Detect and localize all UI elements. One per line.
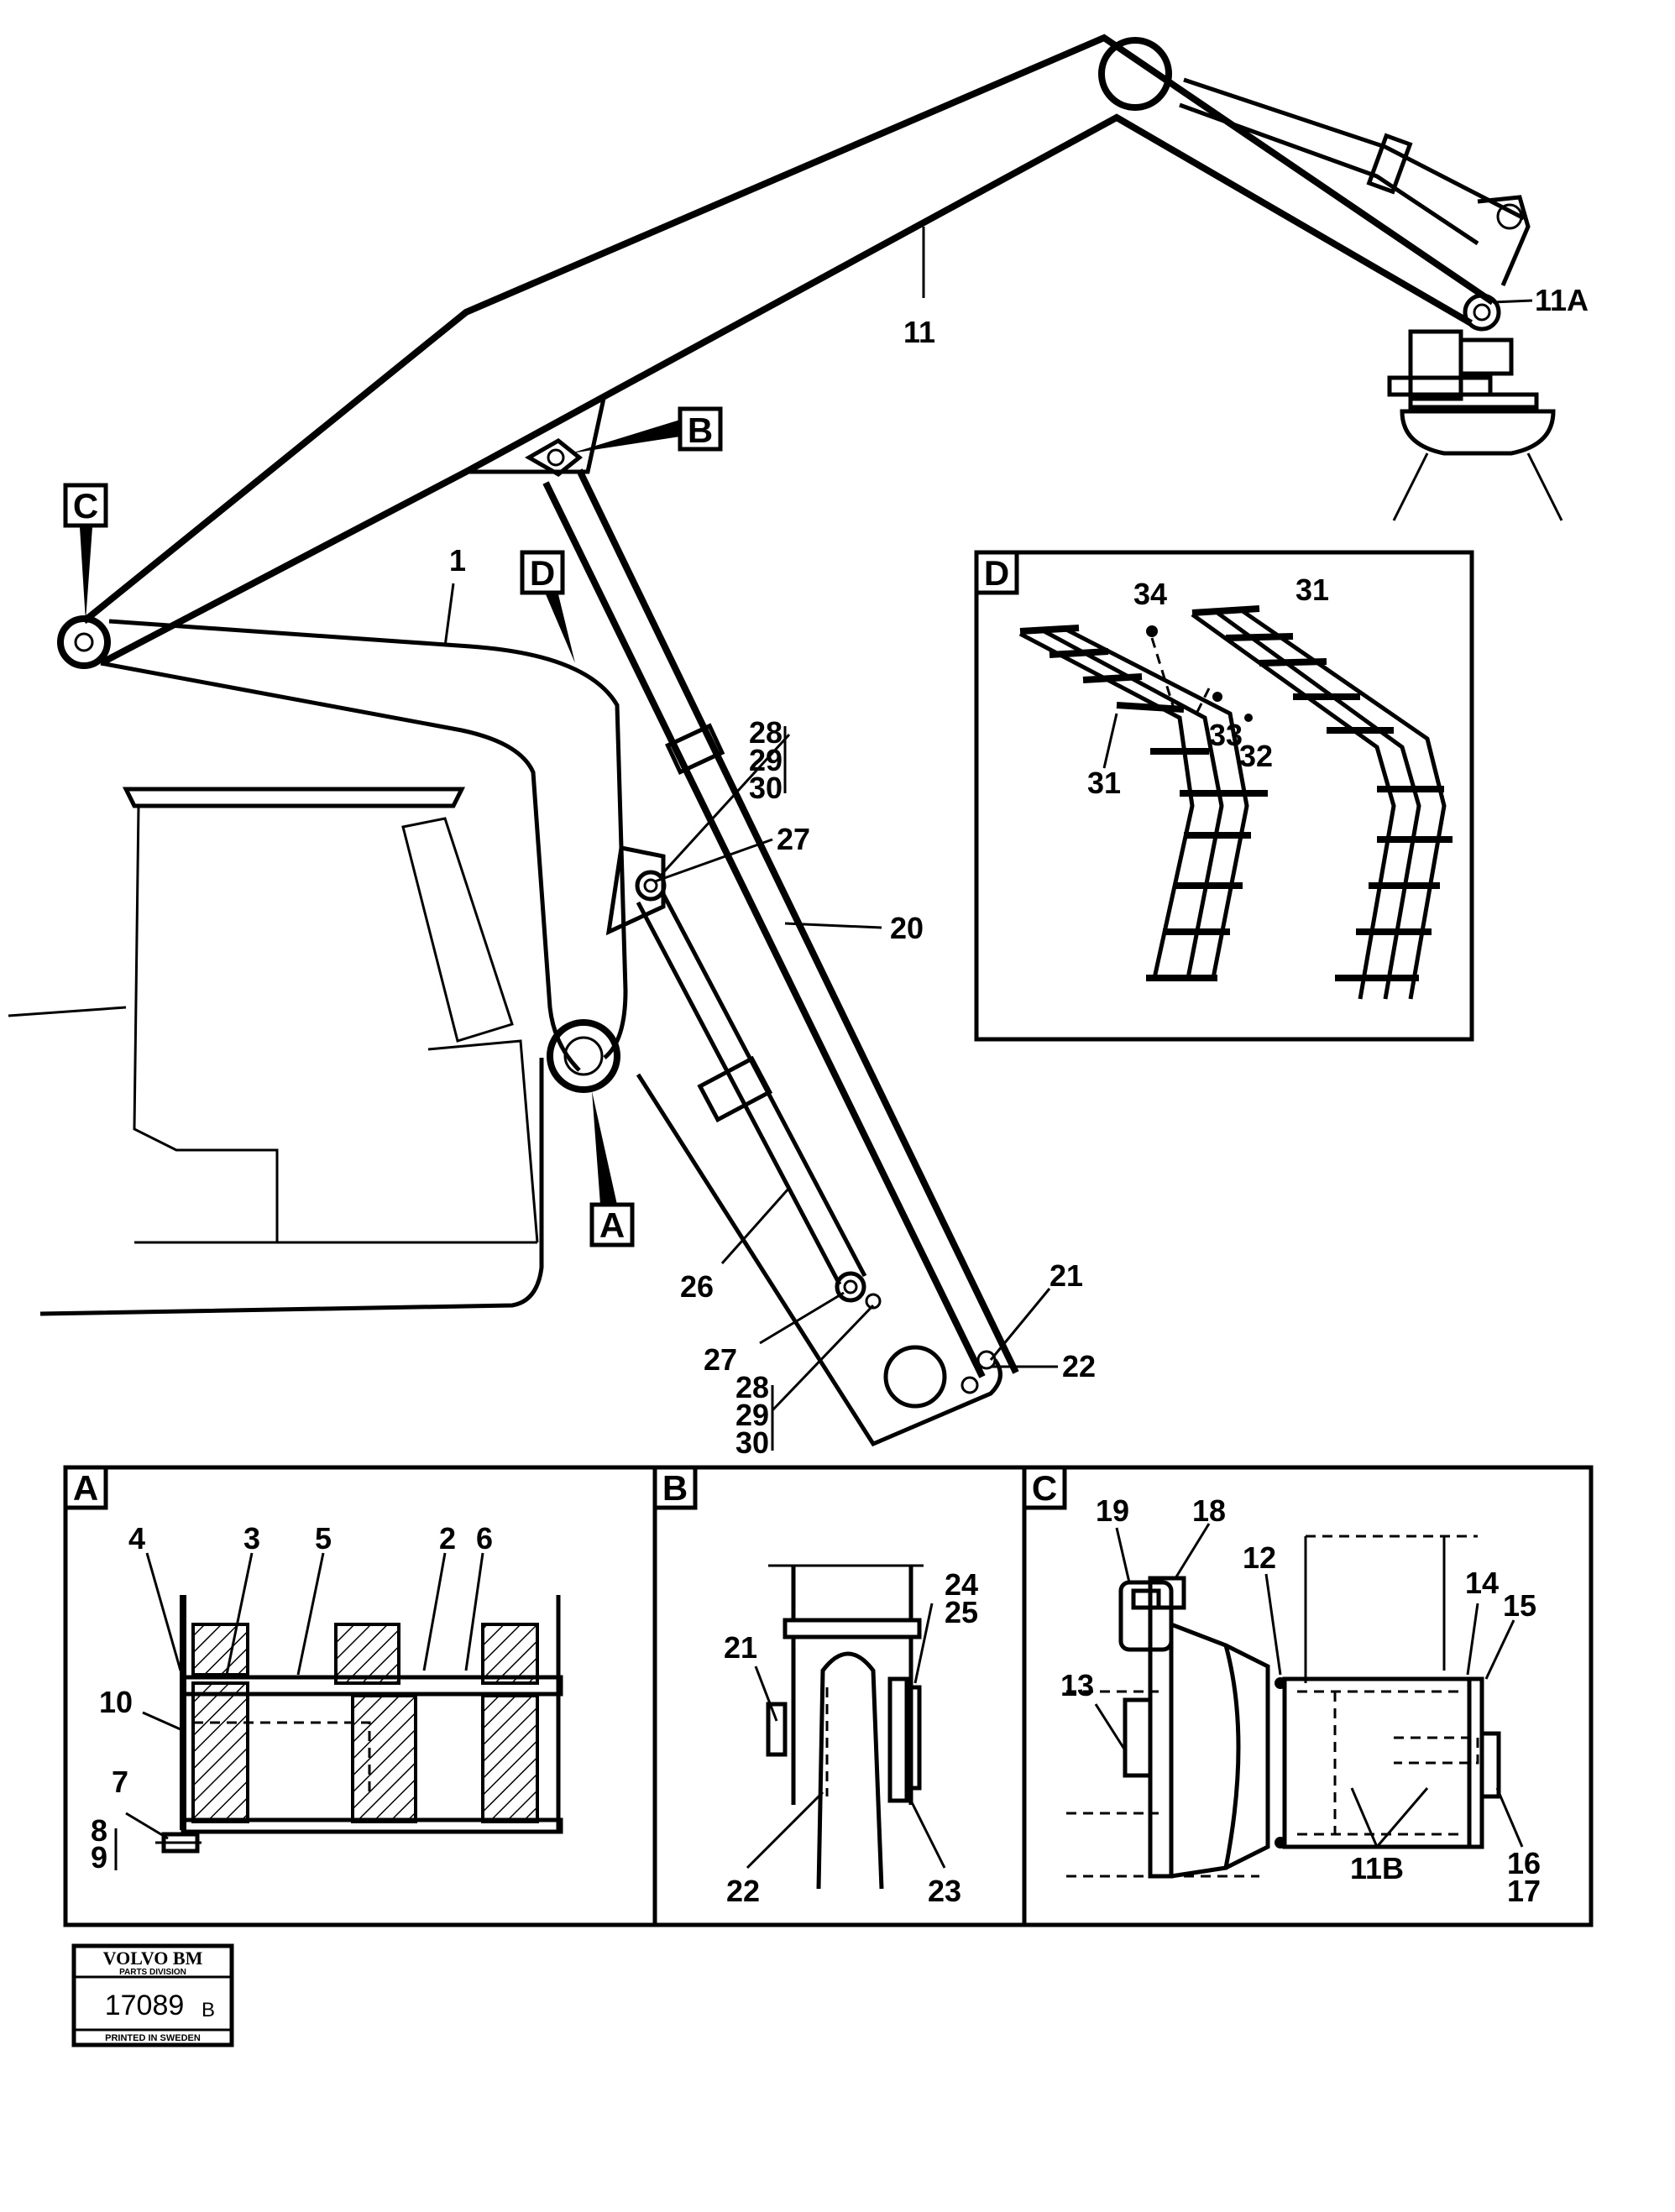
svg-text:B: B [688,411,713,450]
callout-32: 32 [1239,739,1273,773]
callout-27-top: 27 [777,822,810,856]
callout-5: 5 [315,1521,332,1556]
callout-27-bottom: 27 [704,1342,737,1377]
detail-marker-A: A [589,1091,635,1247]
detail-A-panel: A 4 3 5 2 6 10 7 8 9 [63,1465,657,1927]
volvo-bm-stamp: VOLVO BM PARTS DIVISION 17089 B PRINTED … [71,1943,234,2047]
callout-34: 34 [1133,577,1167,611]
stick-and-cylinder [524,437,1019,1447]
callout-1: 1 [449,543,466,578]
svg-text:C: C [1032,1468,1057,1508]
callout-31-right: 31 [1296,573,1329,607]
step-ladder-right [1191,605,1453,1000]
svg-text:D: D [984,553,1009,593]
callout-11: 11 [903,315,935,349]
callout-9: 9 [91,1840,107,1875]
svg-text:A: A [599,1205,625,1245]
boom-arm [81,34,1563,667]
callout-7: 7 [112,1765,128,1799]
callout-8: 8 [91,1813,107,1848]
callout-22: 22 [726,1874,760,1908]
callout-30-bottom: 30 [735,1425,769,1460]
svg-text:B: B [662,1468,688,1508]
callout-11A: 11A [1535,283,1589,317]
detail-marker-B: B [571,406,723,453]
callout-19: 19 [1096,1493,1129,1528]
callout-10: 10 [99,1685,133,1719]
callout-21: 21 [724,1630,757,1665]
pillar [57,615,628,1093]
stamp-division: PARTS DIVISION [119,1968,186,1977]
callout-28-top: 28 [749,715,783,750]
main-view: C B D A 1 11 11A 20 21 22 26 27 27 28 29… [8,34,1589,1460]
callout-18: 18 [1192,1493,1226,1528]
stamp-brand: VOLVO BM [103,1948,203,1969]
callout-11B: 11B [1350,1851,1404,1885]
callout-15: 15 [1503,1588,1536,1623]
callout-20: 20 [890,911,924,945]
svg-text:C: C [73,486,98,526]
callout-24: 24 [945,1567,978,1602]
callout-31-left: 31 [1087,766,1121,800]
callout-16: 16 [1507,1846,1541,1880]
detail-D-panel: D [974,550,1474,1042]
detail-B-panel: B 24 25 21 22 23 [652,1465,1027,1927]
grapple-head [1387,329,1563,521]
svg-text:A: A [73,1468,98,1508]
svg-text:D: D [530,553,555,593]
callout-33: 33 [1209,718,1243,752]
leader-lines [443,227,1533,1451]
detail-marker-C: C [63,483,108,621]
callout-30-top: 30 [749,771,783,805]
stamp-number: 17089 [105,1990,185,2021]
callout-29-top: 29 [749,743,783,777]
callout-26: 26 [680,1269,714,1304]
detail-C-panel: C 19 18 12 14 15 1 [1022,1465,1594,1927]
callout-4: 4 [128,1521,145,1556]
callout-13: 13 [1060,1668,1094,1702]
callout-14: 14 [1465,1566,1499,1600]
callout-3: 3 [243,1521,260,1556]
callout-2: 2 [439,1521,456,1556]
callout-28-bottom: 28 [735,1370,769,1404]
callout-25: 25 [945,1595,978,1629]
stamp-suffix: B [202,1999,215,2021]
detail-marker-D: D [520,550,575,663]
callout-23: 23 [928,1874,961,1908]
callout-17: 17 [1507,1874,1541,1908]
callout-22: 22 [1062,1349,1096,1383]
callout-21: 21 [1049,1258,1083,1293]
cab [8,787,544,1316]
callout-6: 6 [476,1521,493,1556]
stamp-footer: PRINTED IN SWEDEN [105,2033,201,2043]
callout-29-bottom: 29 [735,1398,769,1432]
step-ladder-left [1018,625,1268,981]
callout-12: 12 [1243,1540,1276,1575]
